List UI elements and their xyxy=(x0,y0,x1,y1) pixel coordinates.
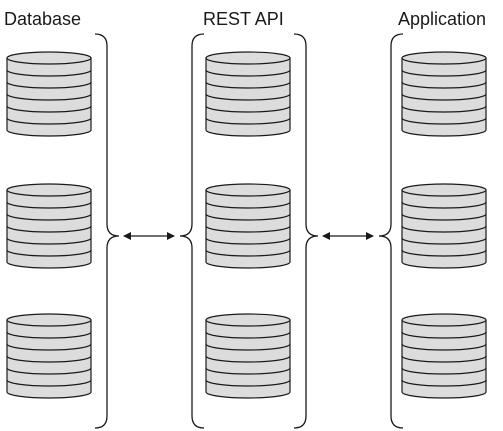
disk-separator xyxy=(205,201,291,209)
disk-separator xyxy=(6,213,92,221)
disk-separator xyxy=(401,117,487,125)
disk-separator xyxy=(205,69,291,77)
cylinder-top xyxy=(401,183,487,197)
disk-separator xyxy=(401,343,487,351)
disk-separator xyxy=(205,81,291,89)
disk-separator xyxy=(401,201,487,209)
disk-separator xyxy=(401,355,487,363)
cylinder-top xyxy=(205,51,291,65)
disk-separator xyxy=(205,355,291,363)
database-stack-3 xyxy=(6,313,92,399)
disk-separator xyxy=(6,355,92,363)
database-stack-1 xyxy=(6,51,92,137)
disk-separator xyxy=(6,343,92,351)
disk-separator xyxy=(6,69,92,77)
database-column-label: Database xyxy=(4,9,82,29)
application-stack-2 xyxy=(401,183,487,269)
cylinder-top xyxy=(401,51,487,65)
disk-separator xyxy=(401,379,487,387)
disk-separator xyxy=(6,249,92,257)
disk-separator xyxy=(401,225,487,233)
rest-api-right-bracket xyxy=(293,33,319,429)
disk-separator xyxy=(205,343,291,351)
cylinder-body xyxy=(6,319,92,399)
disk-separator xyxy=(401,105,487,113)
disk-separator xyxy=(401,93,487,101)
disk-separator xyxy=(6,237,92,245)
disk-separator xyxy=(6,367,92,375)
rest-api-stack-3 xyxy=(205,313,291,399)
disk-separator xyxy=(6,81,92,89)
database-right-bracket xyxy=(94,33,120,429)
cylinder-body xyxy=(205,57,291,137)
cylinder-body xyxy=(205,319,291,399)
cylinder-top xyxy=(205,313,291,327)
application-column-label: Application xyxy=(398,9,487,29)
disk-separator xyxy=(6,225,92,233)
rest-api-left-bracket xyxy=(179,33,205,429)
disk-separator xyxy=(6,117,92,125)
disk-separator xyxy=(205,105,291,113)
rest-api-column-label: REST API xyxy=(203,9,284,29)
disk-separator xyxy=(205,225,291,233)
disk-separator xyxy=(401,213,487,221)
cylinder-top xyxy=(6,313,92,327)
application-stack-3 xyxy=(401,313,487,399)
cylinder-body xyxy=(401,319,487,399)
application-stack-1 xyxy=(401,51,487,137)
database-stack-2 xyxy=(6,183,92,269)
disk-separator xyxy=(205,331,291,339)
brackets-group xyxy=(94,33,404,429)
disk-separator xyxy=(205,249,291,257)
disk-separator xyxy=(205,367,291,375)
rest-api-stack-2 xyxy=(205,183,291,269)
cylinder-body xyxy=(401,57,487,137)
disk-separator xyxy=(205,117,291,125)
disk-separator xyxy=(6,379,92,387)
disk-separator xyxy=(401,237,487,245)
disk-separator xyxy=(401,69,487,77)
disk-separator xyxy=(401,249,487,257)
disk-separator xyxy=(6,201,92,209)
disk-separator xyxy=(401,331,487,339)
cylinder-top xyxy=(205,183,291,197)
cylinder-top xyxy=(6,183,92,197)
disk-separator xyxy=(6,331,92,339)
cylinder-top xyxy=(6,51,92,65)
disk-separator xyxy=(205,213,291,221)
application-left-bracket xyxy=(378,33,404,429)
disk-separator xyxy=(205,237,291,245)
disk-separator xyxy=(6,93,92,101)
cylinder-body xyxy=(205,189,291,269)
rest-api-stack-1 xyxy=(205,51,291,137)
database-stacks-group xyxy=(6,51,487,399)
disk-separator xyxy=(205,93,291,101)
cylinder-top xyxy=(401,313,487,327)
disk-separator xyxy=(401,81,487,89)
disk-separator xyxy=(205,379,291,387)
cylinder-body xyxy=(6,189,92,269)
disk-separator xyxy=(6,105,92,113)
cylinder-body xyxy=(401,189,487,269)
disk-separator xyxy=(401,367,487,375)
cylinder-body xyxy=(6,57,92,137)
